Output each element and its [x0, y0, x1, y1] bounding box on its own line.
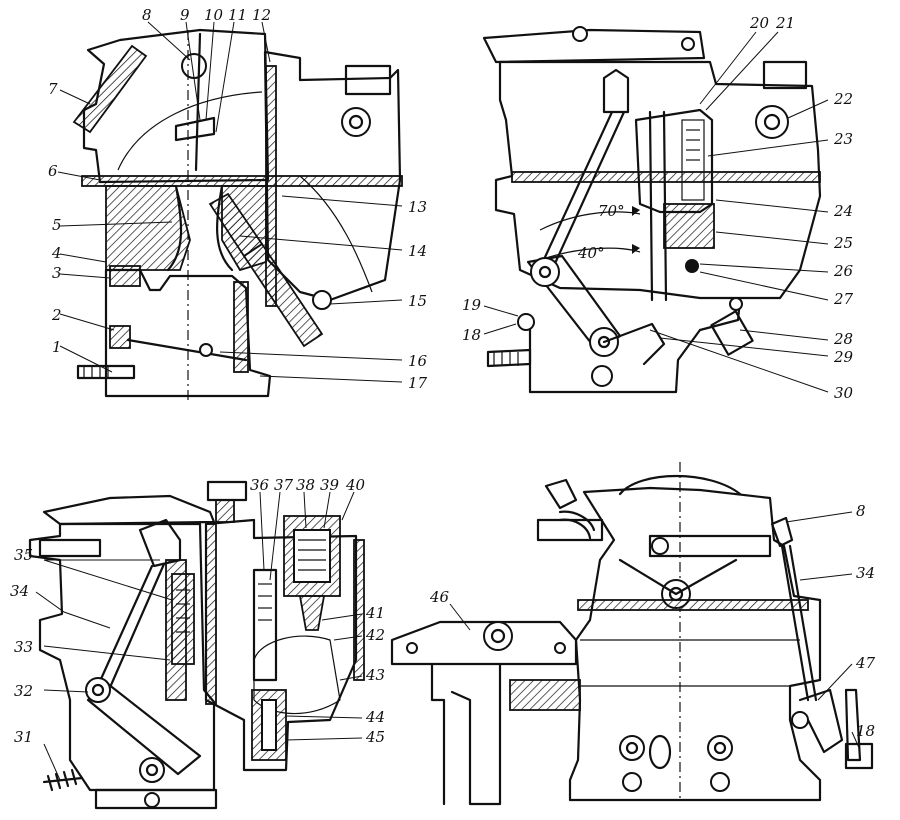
- callout-38: 38: [296, 476, 315, 494]
- callout-1: 1: [52, 338, 62, 356]
- callout-11: 11: [228, 6, 247, 24]
- callout-22: 22: [833, 90, 853, 108]
- callout-29: 29: [833, 348, 854, 366]
- callout-4: 4: [51, 244, 62, 262]
- callout-23: 23: [833, 130, 853, 148]
- callout-46: 46: [429, 588, 450, 606]
- callout-19: 19: [462, 296, 482, 314]
- callout-9: 9: [180, 6, 190, 24]
- callout-18: 18: [462, 326, 481, 344]
- callout-39: 39: [320, 476, 340, 494]
- callout-43: 43: [365, 666, 385, 684]
- angle-label-40: 40°: [577, 244, 605, 262]
- callout-10: 10: [204, 6, 224, 24]
- callout-26: 26: [833, 262, 854, 280]
- callout-33: 33: [14, 638, 33, 656]
- angle-label-70: 70°: [598, 202, 625, 220]
- callout-40: 40: [345, 476, 366, 494]
- view-bottom-left: 31 32 33 34 35 36 37 38 39 40 41 42 43 4…: [10, 476, 385, 810]
- callout-41: 41: [365, 604, 385, 622]
- callout-6: 6: [48, 162, 58, 180]
- callout-31: 31: [14, 728, 33, 746]
- view-bottom-right: 8 18 34 46 47: [390, 462, 876, 806]
- callout-13: 13: [408, 198, 427, 216]
- callout-8: 8: [142, 6, 152, 24]
- callout-27: 27: [833, 290, 854, 308]
- callout-14: 14: [408, 242, 427, 260]
- callout-28: 28: [833, 330, 853, 348]
- callout-24: 24: [833, 202, 853, 220]
- callout-25: 25: [833, 234, 853, 252]
- callout-36: 36: [250, 476, 270, 494]
- callout-37: 37: [274, 476, 294, 494]
- callout-32: 32: [14, 682, 33, 700]
- callout-47: 47: [855, 654, 876, 672]
- callout-34: 34: [10, 582, 29, 600]
- callout-15: 15: [408, 292, 427, 310]
- callout-20: 20: [749, 14, 770, 32]
- view-top-left: 1 2 3 4 5 6 7 8 9 10 11 12 13 14 15 16 1…: [48, 6, 428, 400]
- callout-12: 12: [252, 6, 271, 24]
- view-top-right: 70° 40° 18 19 20 21 22 23: [462, 14, 854, 402]
- callout-34-front: 34: [856, 564, 875, 582]
- callout-18-front: 18: [856, 722, 875, 740]
- callout-16: 16: [408, 352, 428, 370]
- callout-5: 5: [52, 216, 62, 234]
- callout-8-front: 8: [856, 502, 866, 520]
- callout-35: 35: [14, 546, 33, 564]
- callout-44: 44: [365, 708, 385, 726]
- callout-45: 45: [365, 728, 385, 746]
- callout-3: 3: [52, 264, 62, 282]
- callout-42: 42: [365, 626, 385, 644]
- callout-21: 21: [775, 14, 795, 32]
- callout-30: 30: [834, 384, 854, 402]
- callout-7: 7: [48, 80, 58, 98]
- callout-17: 17: [408, 374, 428, 392]
- callout-2: 2: [51, 306, 62, 324]
